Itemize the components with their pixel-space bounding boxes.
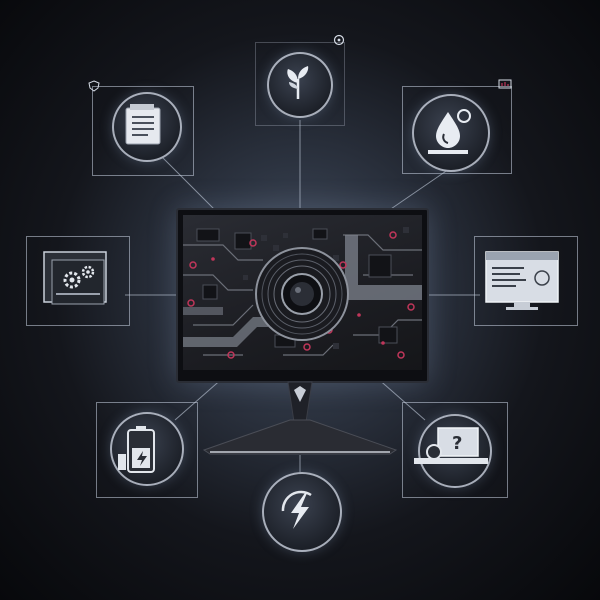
small-chart-icon [498,79,512,89]
node-document [88,80,197,180]
shield-icon [88,80,100,92]
svg-text:?: ? [452,433,462,454]
monitor-stand [202,381,398,455]
node-help: ? [402,400,510,500]
gear-icon [43,251,107,305]
node-plant [255,34,345,128]
monitor-frame [176,208,429,383]
browser-window-icon [485,251,559,310]
node-battery [96,400,200,500]
node-energy [258,468,344,558]
sprout-icon [287,66,309,99]
water-drop-icon [428,109,471,154]
node-settings [26,236,131,328]
document-icon [125,104,161,145]
question-monitor-icon: ? [414,427,488,464]
battery-icon [118,426,155,473]
circuit-board-screen [183,215,422,370]
lightning-icon [281,490,312,529]
node-browser [474,236,578,328]
small-info-icon [333,34,345,46]
circuit-board [183,227,422,359]
node-water [402,79,514,182]
